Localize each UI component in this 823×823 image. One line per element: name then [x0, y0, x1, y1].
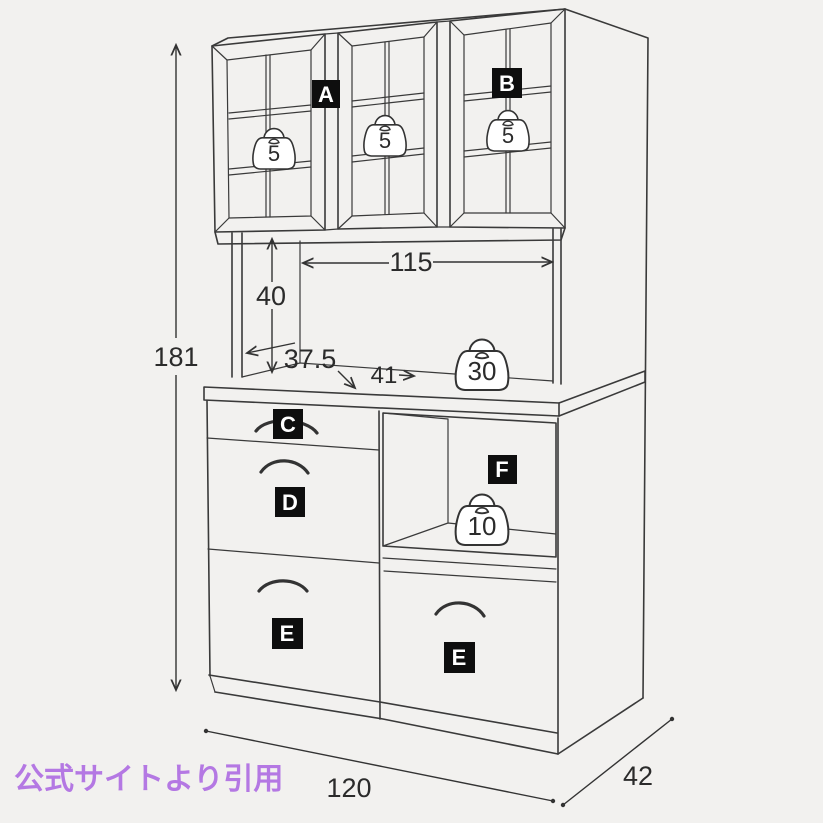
svg-text:E: E [452, 645, 467, 670]
weight-icon-upper-left: 5 [252, 127, 296, 170]
dim-upper-depth: 37.5 [284, 344, 337, 374]
label-e-left: E [272, 618, 303, 649]
svg-text:C: C [280, 412, 296, 437]
dim-counter-clearance: 41 [371, 362, 398, 389]
svg-text:30: 30 [468, 356, 497, 386]
middle-niche [231, 228, 562, 385]
drawer-handles [254, 419, 486, 618]
weight-icon-counter: 30 [454, 338, 510, 391]
dimension-lines: 181 115 40 37.5 41 120 42 [153, 45, 675, 808]
dim-niche-height: 40 [256, 281, 286, 311]
svg-text:F: F [495, 457, 508, 482]
weight-icon-upper-center: 5 [363, 114, 407, 157]
svg-text:A: A [318, 82, 334, 107]
drawer-e-left-handle [257, 579, 309, 593]
label-a: A [312, 80, 340, 108]
dim-niche-width: 115 [389, 247, 432, 277]
svg-text:5: 5 [379, 128, 391, 153]
lower-cabinet [206, 400, 559, 755]
label-c: C [273, 409, 303, 439]
svg-text:D: D [282, 490, 298, 515]
label-b: B [492, 68, 522, 98]
cabinet-drawing [203, 8, 649, 755]
svg-text:10: 10 [468, 511, 497, 541]
dim-total-height: 181 [153, 342, 198, 372]
svg-text:B: B [499, 71, 515, 96]
source-caption: 公式サイトより引用 [14, 763, 283, 796]
weight-icon-upper-right: 5 [486, 109, 530, 152]
drawer-e-right-handle [434, 601, 486, 618]
dimension-end-dots [203, 716, 675, 808]
dim-total-width: 120 [326, 773, 371, 803]
svg-text:E: E [280, 621, 295, 646]
counter-top [203, 370, 646, 417]
section-labels: A B C D E E F [272, 68, 522, 673]
label-e-right: E [444, 642, 475, 673]
upper-cabinet [211, 8, 566, 245]
label-f: F [488, 455, 517, 484]
svg-text:5: 5 [502, 123, 514, 148]
svg-text:5: 5 [268, 141, 280, 166]
weight-icon-niche: 10 [454, 493, 510, 546]
drawer-d-handle [259, 459, 310, 475]
dim-total-depth: 42 [623, 761, 653, 791]
carcass-outline [211, 8, 649, 755]
weight-icons: 5 5 5 30 10 [252, 109, 530, 546]
label-d: D [275, 487, 305, 517]
